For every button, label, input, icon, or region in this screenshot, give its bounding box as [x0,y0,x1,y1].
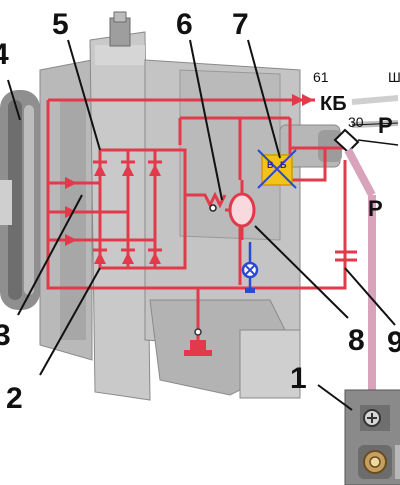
leader-lines [7,39,396,411]
callout-9: 9 [387,326,400,359]
warning-lamp [241,242,259,293]
callout-3: 3 [0,319,11,352]
callout-4: 4 [0,38,9,71]
regulator-letter-b: В [267,160,274,170]
terminal-30-label: 30 [348,114,364,130]
callout-8: 8 [348,324,365,357]
battery [344,389,400,485]
rotor-winding [209,180,256,240]
edge-letter-label: Ш [388,69,400,85]
callout-2: 2 [6,382,23,415]
output-terminal [333,95,399,415]
callout-7: 7 [232,8,249,41]
terminal-kb-label: КБ [320,93,347,115]
callout-6: 6 [176,8,193,41]
terminal-p-label: Р [378,113,393,138]
callout-labels: 5 6 7 4 3 2 8 9 1 [0,8,400,415]
callout-5: 5 [52,8,69,41]
callout-1: 1 [290,362,307,395]
circuit-wiring [46,94,357,356]
pulley [0,90,40,310]
regulator-letter-b2: Б [280,160,287,170]
terminal-61-label: 61 [313,69,329,85]
wire-p-label: Р [368,196,383,221]
terminal-labels: 61 КБ 30 Р Р Ш [313,69,400,221]
voltage-regulator: В Б [257,149,297,189]
